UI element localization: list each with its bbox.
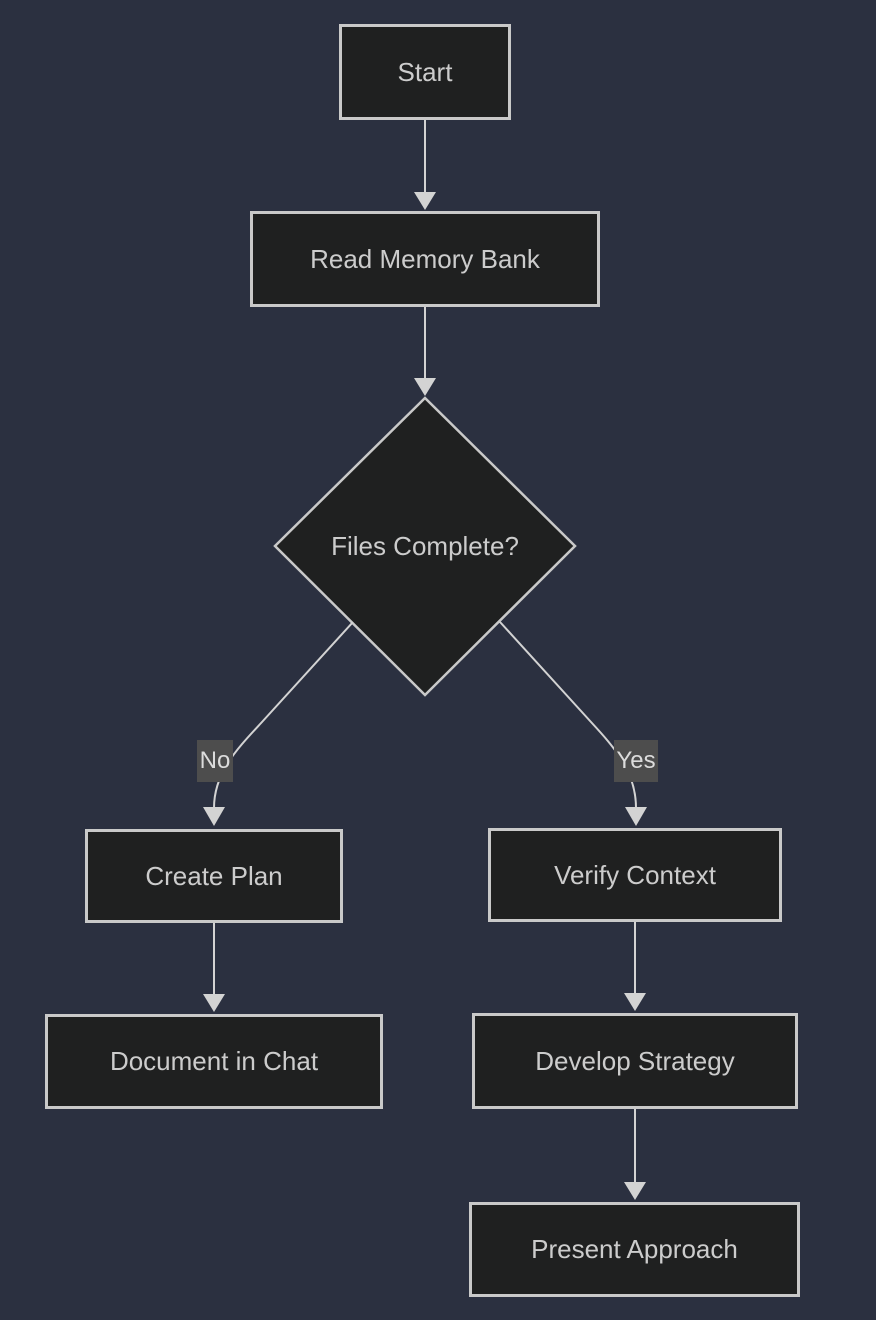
node-read-memory-bank: Read Memory Bank (250, 211, 600, 307)
node-develop-strategy-label: Develop Strategy (535, 1045, 735, 1076)
edge-no-to-create-plan (213, 621, 354, 809)
node-document-in-chat-label: Document in Chat (109, 1046, 319, 1076)
node-start-label: Start (397, 56, 453, 87)
node-verify-context: Verify Context (488, 828, 782, 922)
edge-label-no: No (197, 740, 233, 782)
edge-label-yes-text: Yes (616, 747, 656, 774)
arrowhead-verify-context (625, 807, 647, 826)
node-document-in-chat: Document in Chat (45, 1014, 383, 1109)
edge-label-yes: Yes (614, 740, 658, 782)
node-verify-context-label: Verify Context (554, 859, 716, 890)
node-create-plan: Create Plan (85, 829, 343, 923)
node-files-complete: Files Complete? (300, 520, 550, 572)
node-read-memory-bank-label: Read Memory Bank (310, 243, 540, 274)
arrowhead-read-memory-bank (414, 192, 436, 210)
edge-label-no-text: No (199, 747, 231, 774)
node-develop-strategy: Develop Strategy (472, 1013, 798, 1109)
node-present-approach-label: Present Approach (531, 1234, 738, 1264)
arrowhead-document-in-chat (203, 994, 225, 1012)
arrowhead-files-complete (414, 378, 436, 396)
node-start: Start (339, 24, 511, 120)
node-present-approach: Present Approach (469, 1202, 800, 1297)
arrowhead-develop-strategy (624, 993, 646, 1011)
decision-diamond-shape (273, 396, 577, 697)
node-files-complete-label: Files Complete? (331, 530, 519, 561)
arrowhead-create-plan (203, 807, 225, 826)
arrowhead-present-approach (624, 1182, 646, 1200)
node-create-plan-label: Create Plan (145, 860, 283, 891)
